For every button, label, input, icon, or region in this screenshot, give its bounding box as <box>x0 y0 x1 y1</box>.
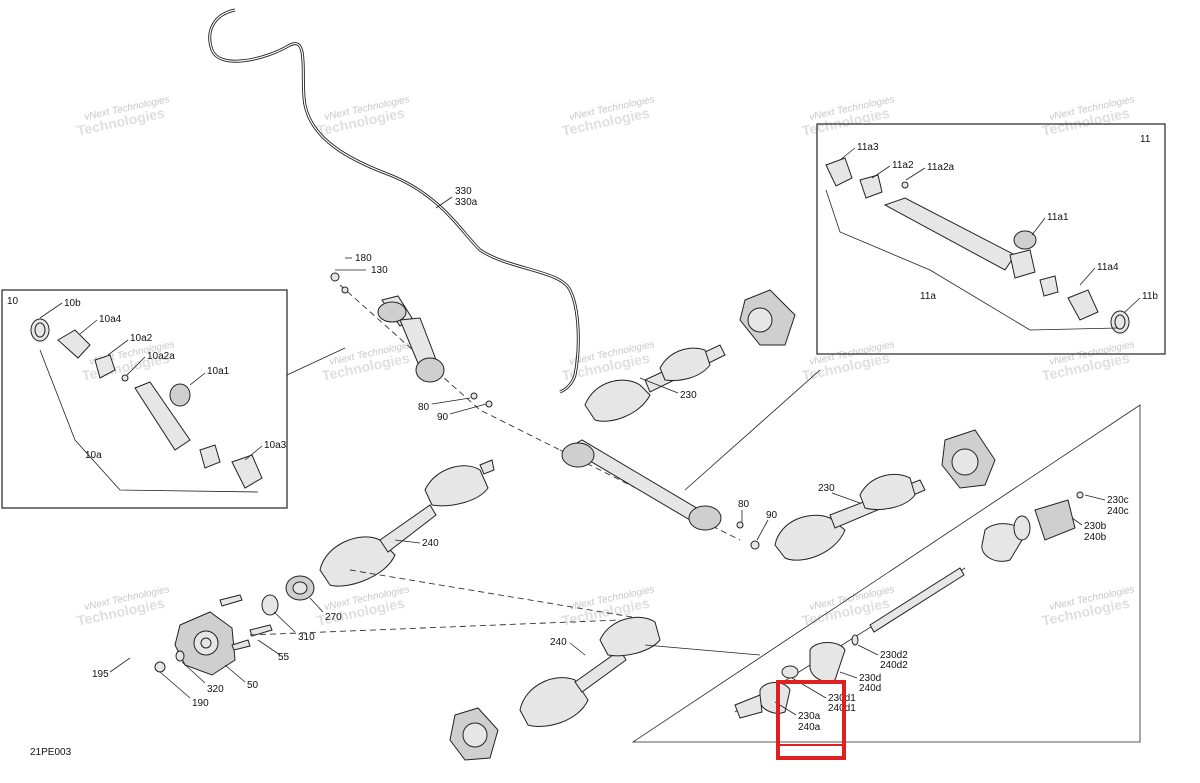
cable-330[interactable]: 330 330a <box>208 8 580 394</box>
hub-320[interactable]: 55 50 320 195 190 <box>92 594 290 709</box>
callout-320: 320 <box>207 684 224 695</box>
propeller-shaft-front[interactable]: 180 130 80 90 <box>330 253 741 541</box>
callout-240-lower: 240 <box>550 637 567 648</box>
callout-130: 130 <box>371 265 388 276</box>
propeller-shaft-center[interactable]: 80 90 <box>561 369 821 550</box>
callout-330a: 330a <box>455 197 478 208</box>
axle-240-upper[interactable]: 240 <box>319 459 495 587</box>
callout-90-mid: 90 <box>766 510 778 521</box>
callout-10: 10 <box>7 296 19 307</box>
callout-11a4: 11a4 <box>1097 262 1119 273</box>
axle-230-upper[interactable]: 230 <box>584 289 796 422</box>
callout-11a1: 11a1 <box>1047 212 1069 223</box>
watermark: vNext Technologies Technologies <box>1040 584 1135 629</box>
callout-330: 330 <box>455 186 472 197</box>
callout-240b: 240b <box>1084 532 1107 543</box>
watermark: vNext Technologies Technologies <box>800 94 895 139</box>
watermark: vNext Technologies Technologies <box>320 339 415 384</box>
bearing-270-310[interactable]: 270 310 <box>261 575 342 643</box>
callout-180: 180 <box>355 253 372 264</box>
callout-240-upper: 240 <box>422 538 439 549</box>
callout-230c: 230c <box>1107 495 1129 506</box>
callout-240d2: 240d2 <box>880 660 908 671</box>
callout-10a: 10a <box>85 450 102 461</box>
callout-230-upper: 230 <box>680 390 697 401</box>
watermark: vNext Technologies Technologies <box>560 94 655 139</box>
callout-230b: 230b <box>1084 521 1107 532</box>
callout-80-mid: 80 <box>738 499 750 510</box>
highlight-box <box>776 680 846 760</box>
callout-55: 55 <box>278 652 290 663</box>
callout-310: 310 <box>298 632 315 643</box>
kit-11-box[interactable]: 11 11a3 11a2 11a2a 11a1 11a4 11a 11b <box>816 123 1166 355</box>
callout-230-mid: 230 <box>818 483 835 494</box>
callout-50: 50 <box>247 680 259 691</box>
callout-11a: 11a <box>920 291 936 302</box>
watermark: vNext Technologies Technologies <box>75 94 170 139</box>
callout-230d2: 230d2 <box>880 650 908 661</box>
callout-90-top: 90 <box>437 412 449 423</box>
callout-11a2a: 11a2a <box>927 162 955 173</box>
watermarks: vNext Technologies Technologies vNext Te… <box>75 94 1135 629</box>
callout-11a2: 11a2 <box>892 160 914 171</box>
callout-11: 11 <box>1140 134 1151 145</box>
callout-240c: 240c <box>1107 506 1129 517</box>
callout-195: 195 <box>92 669 109 680</box>
callout-10a2: 10a2 <box>130 333 153 344</box>
watermark: vNext Technologies Technologies <box>315 94 410 139</box>
callout-240a: 240a <box>798 722 821 733</box>
axle-240-lower[interactable]: 240 <box>249 569 661 761</box>
callout-10a1: 10a1 <box>207 366 230 377</box>
callout-80-top: 80 <box>418 402 430 413</box>
callout-11b: 11b <box>1142 291 1158 302</box>
callout-230a: 230a <box>798 711 821 722</box>
callout-10a4: 10a4 <box>99 314 122 325</box>
callout-10a3: 10a3 <box>264 440 287 451</box>
callout-270: 270 <box>325 612 342 623</box>
axle-breakdown[interactable]: 230c 240c 230b 240b 230d2 240d2 230d 240… <box>631 404 1141 743</box>
diagram-code: 21PE003 <box>30 747 72 758</box>
watermark: vNext Technologies Technologies <box>1040 339 1135 384</box>
watermark: vNext Technologies Technologies <box>75 584 170 629</box>
axle-230-mid[interactable]: 230 <box>774 429 996 561</box>
callout-10a2a: 10a2a <box>147 351 175 362</box>
callout-240d: 240d <box>859 683 881 694</box>
callout-10b: 10b <box>64 298 81 309</box>
watermark: vNext Technologies Technologies <box>800 339 895 384</box>
watermark: vNext Technologies Technologies <box>1040 94 1135 139</box>
callout-190: 190 <box>192 698 209 709</box>
callout-230d: 230d <box>859 673 881 684</box>
kit-10-box[interactable]: 10 10b 10a4 10a2 10a2a 10a1 10a 10a3 <box>1 289 346 509</box>
callout-11a3: 11a3 <box>857 142 879 153</box>
